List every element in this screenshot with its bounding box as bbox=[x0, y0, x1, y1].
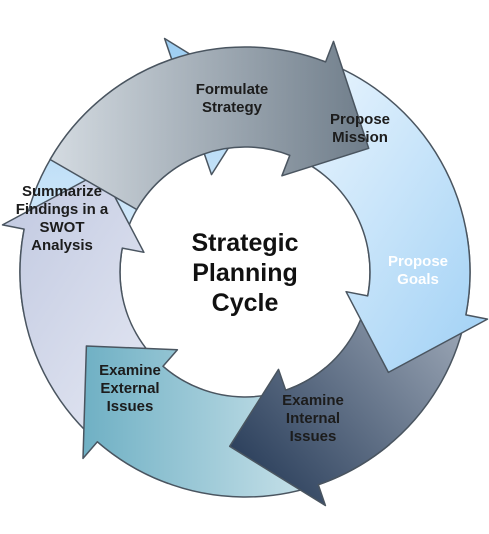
arrow-formulate-strategy bbox=[49, 40, 370, 211]
